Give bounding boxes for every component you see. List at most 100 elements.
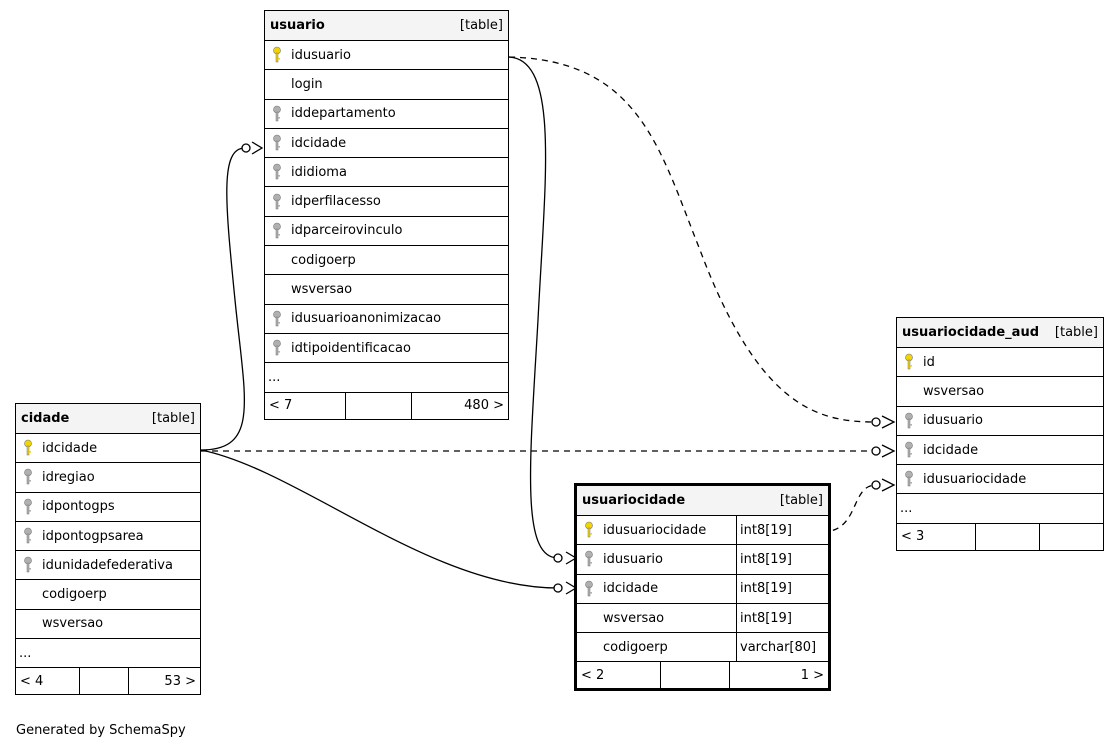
column-name: codigoerp — [42, 587, 107, 603]
table-cidade[interactable]: cidade [table] idcidade idregiao idpontogp… — [15, 403, 201, 696]
column-row[interactable]: idpontogpsarea — [16, 522, 200, 552]
column-row[interactable]: idcidade int8[19] — [577, 574, 828, 604]
children-count[interactable]: 1 > — [729, 662, 828, 689]
column-row[interactable]: wsversao — [16, 610, 200, 640]
column-row[interactable]: login — [265, 70, 508, 100]
rel-marker — [553, 583, 563, 593]
column-row[interactable]: idcidade — [16, 434, 200, 464]
column-row[interactable]: codigoerp — [16, 580, 200, 610]
table-type: [table] — [151, 411, 195, 426]
column-row[interactable]: idusuariocidade — [897, 465, 1103, 495]
table-header: usuariocidade_aud [table] — [897, 318, 1103, 348]
table-usuariocidade-aud[interactable]: usuariocidade_aud [table] id wsversao idus… — [896, 317, 1104, 551]
column-name: idpontogpsarea — [42, 528, 144, 544]
crowfoot — [881, 478, 896, 492]
parents-count[interactable]: < 7 — [269, 398, 293, 414]
column-name: ididioma — [291, 164, 347, 180]
column-name: wsversao — [603, 610, 665, 626]
column-row[interactable]: wsversao — [897, 377, 1103, 407]
rel-marker — [871, 446, 881, 456]
table-name: usuario — [270, 18, 325, 33]
parents-count[interactable]: < 4 — [20, 673, 44, 689]
column-name: idtipoidentificacao — [291, 340, 411, 356]
column-name: id — [923, 354, 935, 370]
column-name: idusuariocidade — [603, 522, 707, 538]
column-name: idregiao — [42, 469, 95, 485]
rel-usuario-aud — [508, 56, 877, 423]
column-row[interactable]: codigoerp — [265, 246, 508, 276]
column-name: wsversao — [923, 383, 985, 399]
column-row[interactable]: idparceirovinculo — [265, 217, 508, 247]
column-row[interactable]: idusuario — [265, 41, 508, 71]
foreign-key-icon — [265, 134, 289, 152]
parents-count[interactable]: < 2 — [581, 667, 605, 683]
parents-count[interactable]: < 3 — [901, 529, 925, 545]
table-type: [table] — [459, 18, 503, 33]
column-row[interactable]: idregiao — [16, 463, 200, 493]
column-row[interactable]: idusuarioanonimizacao — [265, 305, 508, 334]
foreign-key-icon — [265, 105, 289, 123]
crowfoot — [881, 444, 896, 458]
column-name: codigoerp — [291, 252, 356, 268]
foreign-key-icon — [897, 470, 921, 488]
generator-credit: Generated by SchemaSpy — [16, 723, 186, 738]
foreign-key-icon — [16, 556, 40, 574]
children-count[interactable]: 480 > — [411, 392, 508, 419]
foreign-key-icon — [265, 339, 289, 357]
column-row[interactable]: idusuario — [897, 407, 1103, 436]
column-row[interactable]: iddepartamento — [265, 100, 508, 129]
column-type: int8[19] — [736, 574, 828, 603]
column-type: int8[19] — [736, 603, 828, 633]
primary-key-icon — [265, 46, 289, 64]
column-name: idcidade — [923, 442, 979, 458]
foreign-key-icon — [16, 527, 40, 545]
column-name: wsversao — [42, 616, 104, 632]
column-name: idusuariocidade — [923, 471, 1027, 487]
foreign-key-icon — [897, 441, 921, 459]
column-type: int8[19] — [736, 545, 828, 574]
column-type: varchar[80] — [736, 633, 828, 662]
column-name: idusuarioanonimizacao — [291, 311, 442, 327]
table-name: usuariocidade_aud — [902, 325, 1040, 340]
more-columns: ... — [16, 639, 200, 669]
children-count[interactable]: 53 > — [128, 668, 200, 695]
column-row[interactable]: wsversao int8[19] — [577, 603, 828, 634]
footer-mid — [660, 662, 729, 689]
column-row[interactable]: wsversao — [265, 275, 508, 305]
column-row[interactable]: ididioma — [265, 158, 508, 188]
more-columns: ... — [265, 363, 508, 393]
column-row[interactable]: idunidadefederativa — [16, 551, 200, 581]
column-row[interactable]: idtipoidentificacao — [265, 334, 508, 364]
more-columns: ... — [897, 494, 1103, 524]
rel-cidade-usuariocidade — [200, 449, 559, 589]
rel-marker — [241, 143, 251, 153]
rel-usuario-cidade — [200, 147, 246, 451]
rel-marker — [871, 417, 881, 427]
column-name: idcidade — [42, 440, 98, 456]
column-row[interactable]: idperfilacesso — [265, 187, 508, 217]
table-header: cidade [table] — [16, 404, 200, 434]
foreign-key-icon — [897, 412, 921, 430]
foreign-key-icon — [577, 580, 601, 598]
column-row[interactable]: id — [897, 348, 1103, 378]
column-row[interactable]: idcidade — [265, 129, 508, 159]
primary-key-icon — [16, 439, 40, 457]
column-row[interactable]: idpontogps — [16, 493, 200, 522]
column-name: idcidade — [603, 581, 659, 597]
table-header: usuariocidade [table] — [577, 486, 828, 516]
footer-mid — [79, 668, 128, 695]
crowfoot — [251, 141, 264, 155]
rel-usuario-usuariocidade — [508, 56, 559, 559]
children-count[interactable] — [1039, 523, 1103, 550]
foreign-key-icon — [265, 163, 289, 181]
foreign-key-icon — [577, 550, 601, 568]
foreign-key-icon — [265, 310, 289, 328]
column-row[interactable]: idcidade — [897, 436, 1103, 466]
table-footer: < 4 53 > — [16, 668, 200, 695]
column-name: idcidade — [291, 135, 347, 151]
